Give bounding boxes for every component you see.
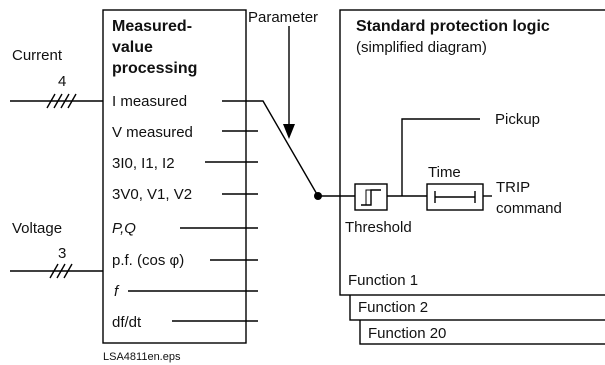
- pickup-label: Pickup: [495, 111, 540, 128]
- spl-title: Standard protection logic: [356, 18, 550, 35]
- parameter-arrow-head: [283, 124, 295, 139]
- trip-label-line-1: TRIP: [496, 179, 530, 196]
- function-1-label: Function 1: [348, 272, 418, 289]
- trip-label-line-2: command: [496, 200, 562, 217]
- voltage-count: 3: [58, 245, 66, 262]
- voltage-hatch-icon: [49, 263, 73, 279]
- function-20-label: Function 20: [368, 325, 446, 342]
- threshold-label: Threshold: [345, 219, 412, 236]
- junction-dot: [314, 192, 322, 200]
- measured-value-processing-box: [102, 9, 247, 344]
- mvp-item-power-factor: p.f. (cos φ): [112, 252, 184, 269]
- mvp-item-frequency-rate: df/dt: [112, 314, 142, 331]
- source-file-label: LSA4811en.eps: [103, 351, 181, 363]
- current-count: 4: [58, 73, 66, 90]
- time-delay-icon: [434, 191, 476, 203]
- current-label: Current: [12, 47, 63, 64]
- i-measured-connection: [258, 100, 355, 197]
- function-1-box: [339, 9, 605, 296]
- mvp-item-power: P,Q: [112, 220, 136, 237]
- mvp-item-v-measured: V measured: [112, 124, 193, 141]
- mvp-item-current-components: 3I0, I1, I2: [112, 155, 175, 172]
- mvp-item-voltage-components: 3V0, V1, V2: [112, 186, 192, 203]
- spl-subtitle: (simplified diagram): [356, 39, 487, 56]
- parameter-label: Parameter: [248, 9, 318, 26]
- mvp-title-line-1: Measured-: [112, 18, 192, 35]
- threshold-hysteresis-icon: [365, 189, 376, 205]
- mvp-title-line-3: processing: [112, 60, 197, 77]
- mvp-title-line-2: value: [112, 39, 153, 56]
- mvp-item-frequency: f: [114, 283, 120, 300]
- pickup-line: [401, 118, 480, 196]
- mvp-output-lines: [128, 100, 258, 322]
- time-label: Time: [428, 164, 461, 181]
- mvp-item-i-measured: I measured: [112, 93, 187, 110]
- current-hatch-icon: [46, 93, 77, 109]
- function-2-label: Function 2: [358, 299, 428, 316]
- voltage-label: Voltage: [12, 220, 62, 237]
